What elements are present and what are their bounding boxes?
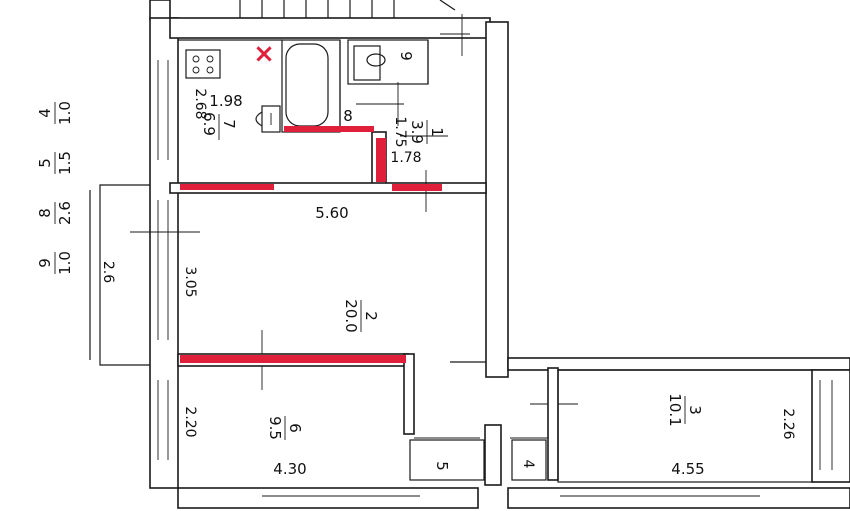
closet-5-label: 5 xyxy=(433,461,451,471)
svg-text:20.0: 20.0 xyxy=(342,299,360,332)
bathtub-icon xyxy=(285,43,329,127)
dimension-lines xyxy=(130,14,578,439)
bedroom-right-width-label: 4.55 xyxy=(671,460,704,478)
legend-row-5: 5 1.5 xyxy=(36,151,74,175)
kitchen-fraction: 7 6.9 xyxy=(200,112,238,140)
legend-row-4: 4 1.0 xyxy=(36,101,74,125)
bathroom-number-label: 8 xyxy=(343,107,353,125)
svg-text:4: 4 xyxy=(36,108,54,118)
bathroom xyxy=(281,39,341,133)
svg-text:10.1: 10.1 xyxy=(666,393,684,426)
demolished-walls xyxy=(180,126,442,363)
left-exterior-wall xyxy=(149,17,179,489)
bedroom-right-fraction: 3 10.1 xyxy=(666,393,704,426)
svg-text:5: 5 xyxy=(36,158,54,168)
loggia xyxy=(89,184,150,366)
svg-text:6.9: 6.9 xyxy=(200,112,218,136)
living-width-label: 5.60 xyxy=(315,204,348,222)
demolition-marker: × xyxy=(253,39,275,69)
kitchen-width-label: 1.98 xyxy=(209,92,242,110)
central-bearing-wall xyxy=(485,21,509,378)
kitchen xyxy=(178,39,282,133)
corridor-width-label: 1.75 xyxy=(392,116,408,147)
svg-text:3.9: 3.9 xyxy=(408,120,426,144)
svg-text:9: 9 xyxy=(36,258,54,268)
bottom-walls xyxy=(177,487,850,509)
top-wall xyxy=(169,17,491,39)
loggia-depth-label: 2.6 xyxy=(100,261,116,283)
wc-number-label: 9 xyxy=(397,51,415,61)
closet-4-label: 4 xyxy=(520,460,536,469)
legend-row-8: 8 2.6 xyxy=(36,201,74,225)
svg-text:8: 8 xyxy=(36,208,54,218)
svg-text:2: 2 xyxy=(362,311,380,321)
svg-text:3: 3 xyxy=(686,405,704,415)
svg-text:1: 1 xyxy=(428,127,446,137)
corridor-fraction: 1 3.9 xyxy=(408,120,446,144)
living-fraction: 2 20.0 xyxy=(342,299,380,332)
bedroom-left-depth-label: 2.20 xyxy=(182,406,198,437)
legend-row-9: 9 1.0 xyxy=(36,251,74,275)
svg-text:9.5: 9.5 xyxy=(266,416,284,440)
svg-text:6: 6 xyxy=(286,423,304,433)
svg-text:1.0: 1.0 xyxy=(56,251,74,275)
living-depth-label: 3.05 xyxy=(182,266,198,297)
svg-text:1.5: 1.5 xyxy=(56,151,74,175)
kitchen-length-label: 2.68 xyxy=(192,88,208,119)
bedroom-left-fraction: 6 9.5 xyxy=(266,416,304,440)
wc xyxy=(347,39,429,85)
corridor-length-label: 1.78 xyxy=(390,150,421,166)
svg-text:1.0: 1.0 xyxy=(56,101,74,125)
stove-icon xyxy=(185,49,221,79)
bedroom-right-depth-label: 2.26 xyxy=(780,408,796,439)
lower-hall xyxy=(409,361,547,486)
toilet-icon xyxy=(353,45,381,81)
svg-text:7: 7 xyxy=(220,119,238,129)
area-legend: 4 1.0 5 1.5 8 2.6 9 1.0 xyxy=(36,101,74,275)
stairwell-top xyxy=(149,0,456,21)
svg-text:2.6: 2.6 xyxy=(56,201,74,225)
right-bedroom xyxy=(507,357,850,483)
bedroom-left-width-label: 4.30 xyxy=(273,460,306,478)
sink-icon xyxy=(261,105,281,133)
